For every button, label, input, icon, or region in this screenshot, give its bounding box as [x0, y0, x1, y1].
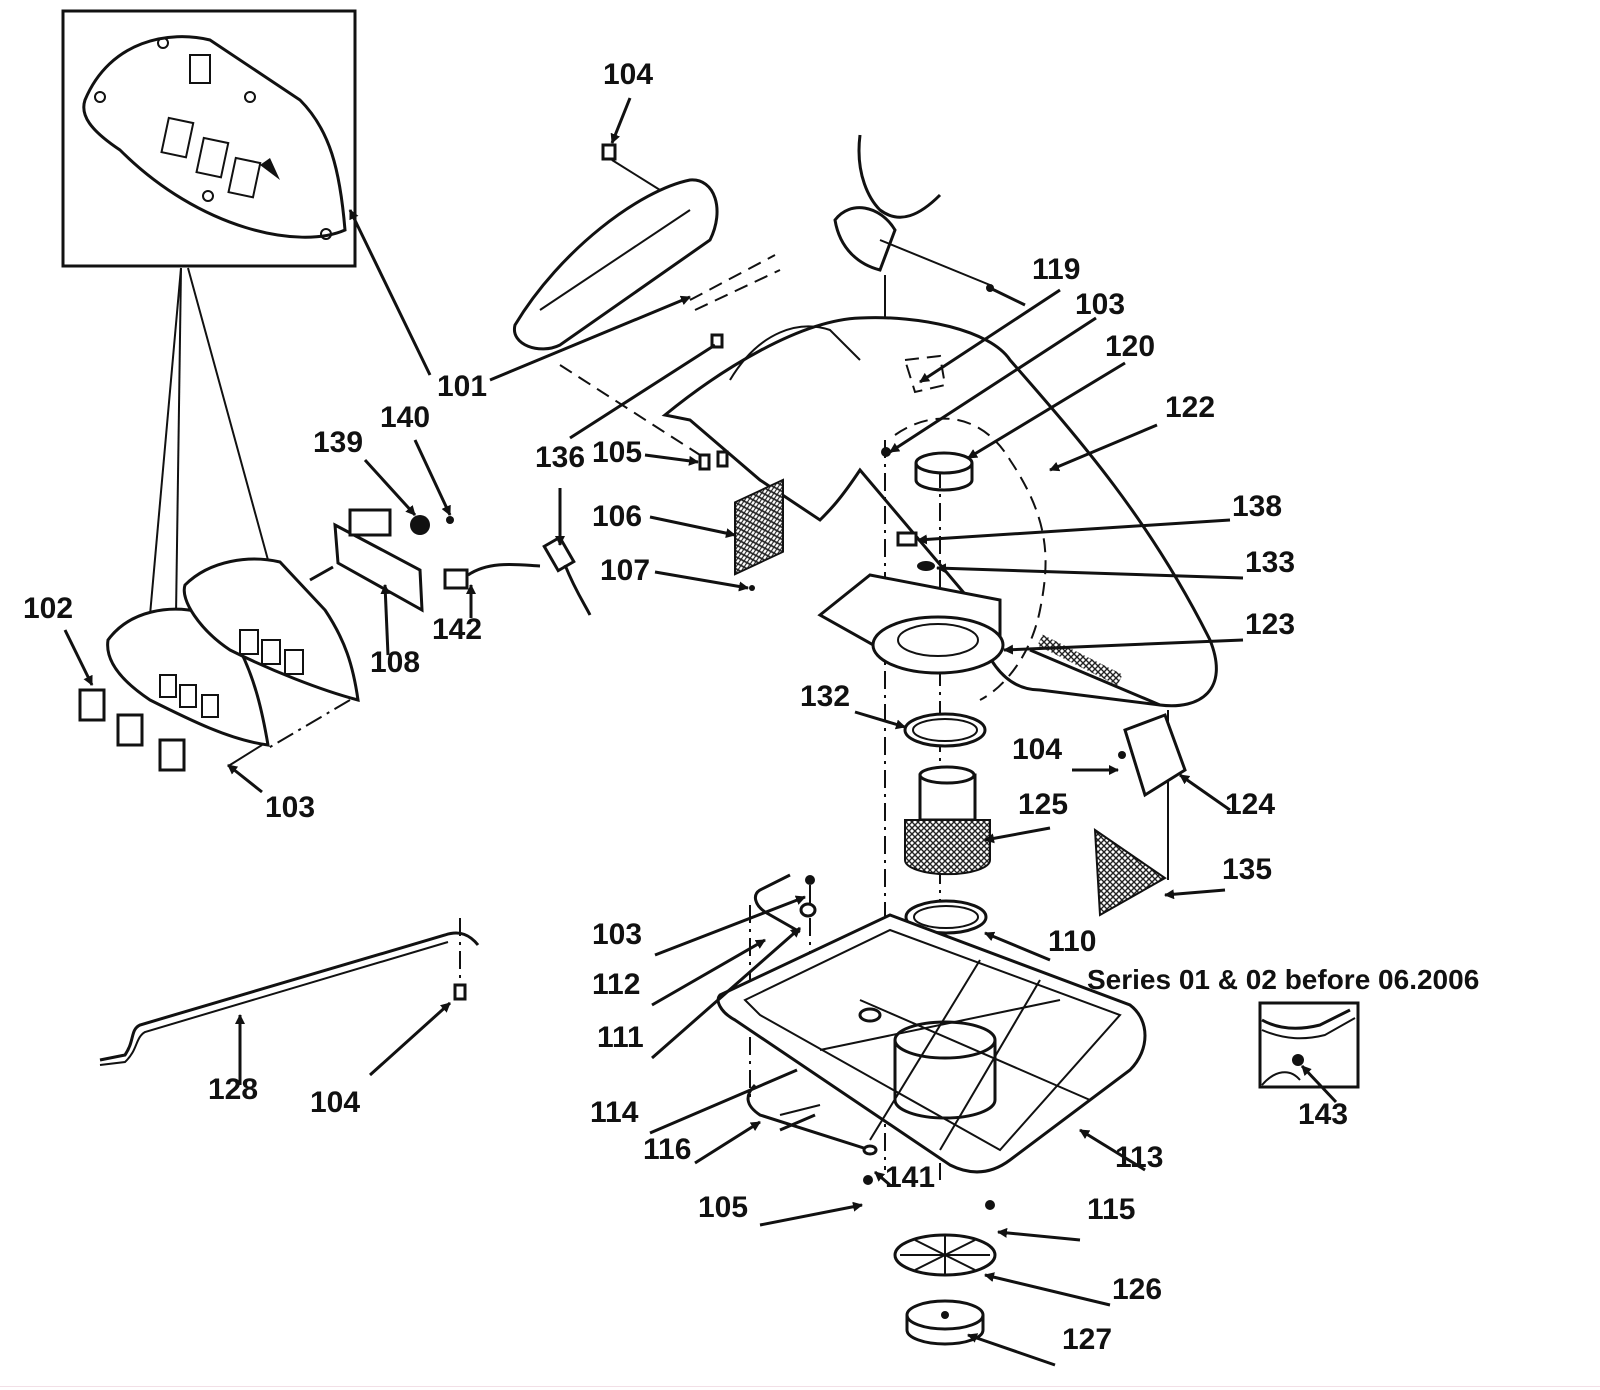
rod: [99, 918, 480, 1066]
callout-103: 103: [265, 791, 316, 824]
filter-grille: [734, 478, 784, 576]
callout-leaders: [63, 97, 1338, 1367]
callout-119: 119: [1032, 253, 1081, 286]
leader-line: [175, 267, 182, 616]
callout-128: 128: [208, 1073, 259, 1106]
callout-103: 103: [592, 918, 643, 951]
callout-127: 127: [1062, 1323, 1113, 1356]
trigger-assembly: [833, 134, 1026, 318]
callout-123: 123: [1245, 608, 1296, 641]
callout-133: 133: [1245, 546, 1296, 579]
inset-143: [1258, 1001, 1360, 1089]
callout-112: 112: [592, 968, 641, 1001]
callout-113: 113: [1115, 1141, 1164, 1174]
callout-122: 122: [1165, 391, 1216, 424]
callout-103: 103: [1075, 288, 1126, 321]
callout-114: 114: [590, 1096, 639, 1129]
callout-108: 108: [370, 646, 421, 679]
callout-115: 115: [1087, 1193, 1136, 1226]
callout-126: 126: [1112, 1273, 1163, 1306]
callout-116: 116: [643, 1133, 692, 1166]
callout-124: 124: [1225, 788, 1276, 821]
callout-135: 135: [1222, 853, 1273, 886]
leader-line: [149, 267, 182, 616]
callout-104: 104: [1012, 733, 1063, 766]
callout-104: 104: [310, 1086, 361, 1119]
callout-136: 136: [535, 441, 586, 474]
screw: [698, 453, 711, 471]
callout-111: 111: [597, 1021, 644, 1054]
callout-105: 105: [698, 1191, 749, 1224]
hose-connector: [914, 451, 974, 492]
inset-control-panel: [61, 9, 357, 268]
leader-line: [187, 267, 269, 561]
callout-102: 102: [23, 592, 74, 625]
motor-mount: [817, 573, 1005, 675]
motor: [904, 765, 991, 876]
callout-120: 120: [1105, 330, 1156, 363]
foot-disc: [905, 1299, 985, 1346]
callout-142: 142: [432, 613, 483, 646]
callout-106: 106: [592, 500, 643, 533]
base-frame: [716, 913, 1147, 1174]
callout-125: 125: [1018, 788, 1069, 821]
callout-110: 110: [1048, 925, 1097, 958]
callout-104: 104: [603, 58, 654, 91]
callout-107: 107: [600, 554, 651, 587]
connector-cable: [443, 535, 592, 616]
rocker-switches: [78, 688, 186, 772]
divider: [0, 1386, 1600, 1387]
circuit-board: [333, 508, 454, 613]
panel-back: [182, 557, 360, 703]
callout-139: 139: [313, 426, 364, 459]
callout-101: 101: [437, 370, 488, 403]
screw: [716, 450, 729, 468]
callout-141: 141: [885, 1161, 936, 1194]
screw: [710, 333, 724, 349]
callout-105: 105: [592, 436, 643, 469]
callout-132: 132: [800, 680, 851, 713]
callout-138: 138: [1232, 490, 1283, 523]
vent-cover: [893, 1233, 997, 1277]
top-handle: [513, 143, 781, 351]
callout-143: 143: [1298, 1098, 1349, 1131]
callout-140: 140: [380, 401, 431, 434]
series-note: Series 01 & 02 before 06.2006: [1087, 964, 1480, 995]
